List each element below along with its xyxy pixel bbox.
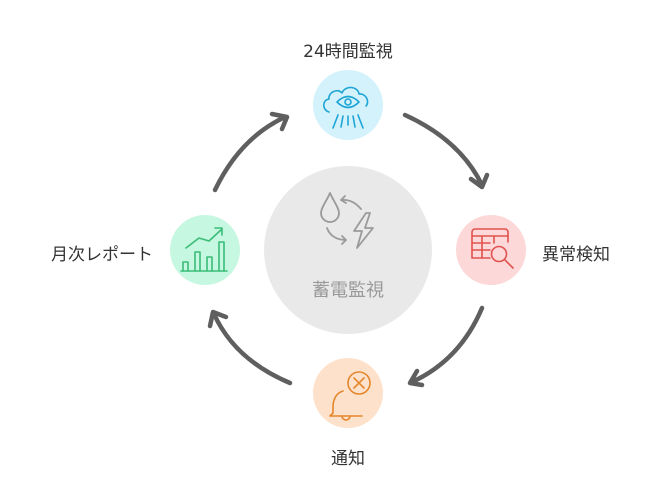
- arrow-detect-to-notify: [409, 305, 485, 385]
- bar-chart-trend-icon: [180, 227, 228, 272]
- table-search-icon: [471, 228, 514, 269]
- center-label: 蓄電監視: [312, 280, 384, 301]
- arrow-monitor-to-detect: [402, 112, 485, 188]
- center-circle: [264, 166, 432, 334]
- step-report-circle: [170, 215, 240, 285]
- step-label-notify: 通知: [331, 449, 365, 469]
- step-label-report: 月次レポート: [51, 245, 153, 265]
- arrow-notify-to-report: [211, 311, 293, 386]
- step-label-monitor: 24時間監視: [303, 42, 393, 62]
- water-energy-cycle-icon: [320, 192, 374, 249]
- step-detect-circle: [456, 215, 526, 285]
- arrow-report-to-monitor: [212, 114, 288, 193]
- step-notify-circle: [313, 358, 383, 428]
- cycle-arrows: [207, 111, 490, 388]
- cloud-eye-icon: [322, 86, 369, 129]
- step-label-detect: 異常検知: [542, 245, 610, 265]
- bell-x-icon: [329, 371, 371, 421]
